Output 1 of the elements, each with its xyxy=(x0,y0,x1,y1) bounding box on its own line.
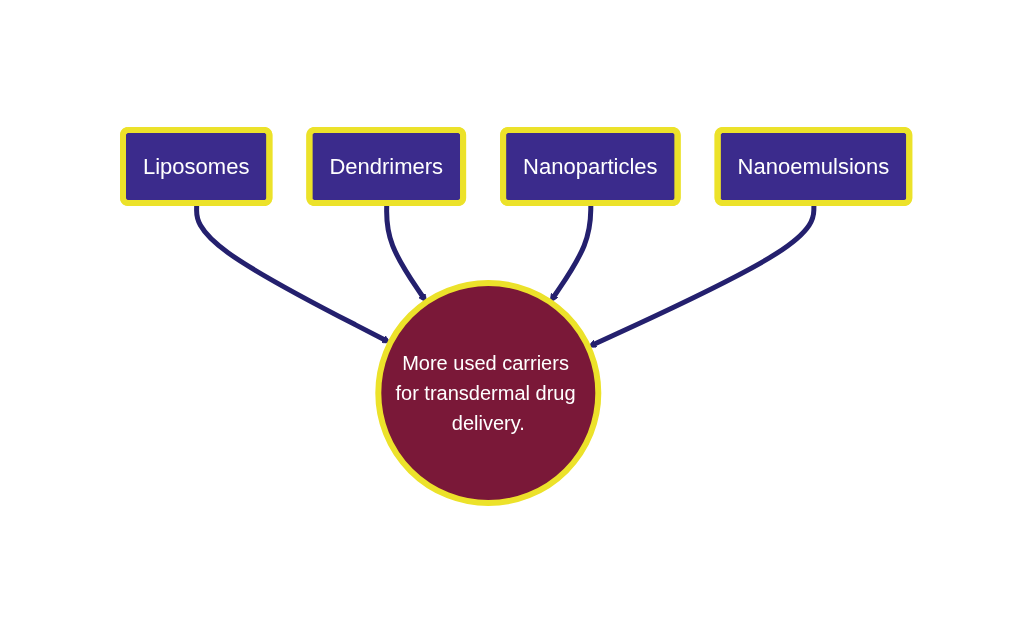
node-circle: More used carriers for transdermal drug delivery. xyxy=(375,279,602,506)
